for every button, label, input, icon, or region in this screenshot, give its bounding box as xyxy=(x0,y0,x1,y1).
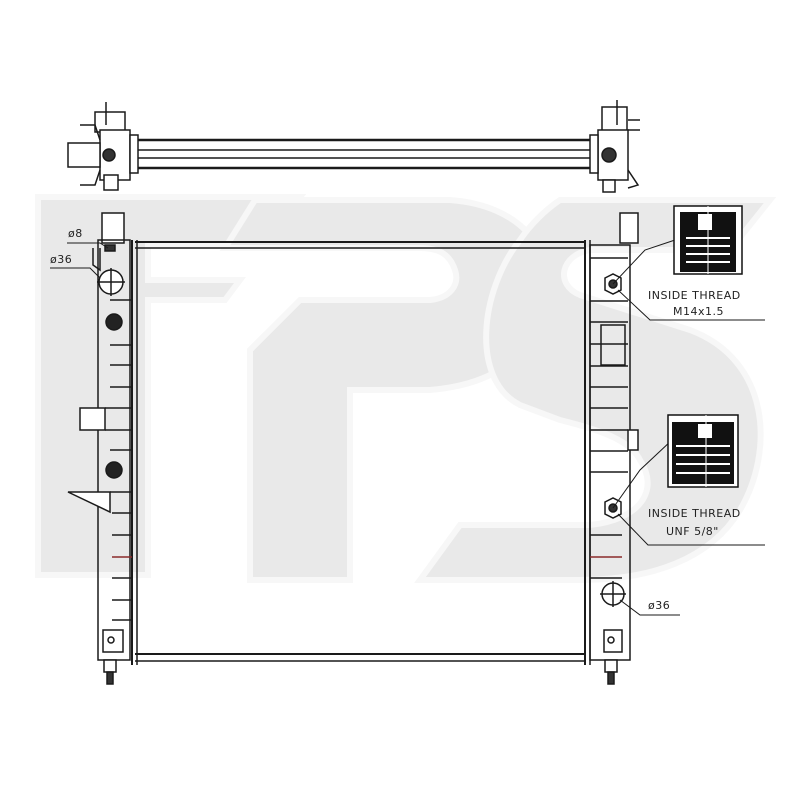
thread-lower-line1: INSIDE THREAD xyxy=(648,507,741,520)
thread-upper-line2: M14x1.5 xyxy=(673,305,724,318)
thread-upper-line1: INSIDE THREAD xyxy=(648,289,741,302)
radiator-core xyxy=(67,212,639,685)
leader-lines xyxy=(50,239,765,616)
thread-lower-line2: UNF 5/8" xyxy=(666,525,719,538)
dia-8-label: ø8 xyxy=(68,227,83,240)
radiator-top-view xyxy=(67,100,640,193)
right-tank-ribs xyxy=(590,257,628,579)
dia-36-top-left-label: ø36 xyxy=(50,253,73,266)
thread-detail-upper xyxy=(673,205,743,275)
left-tank-ribs xyxy=(105,299,132,621)
thread-detail-lower xyxy=(667,414,739,488)
fps-watermark xyxy=(35,194,777,583)
dia-36-bottom-right-label: ø36 xyxy=(648,599,671,612)
